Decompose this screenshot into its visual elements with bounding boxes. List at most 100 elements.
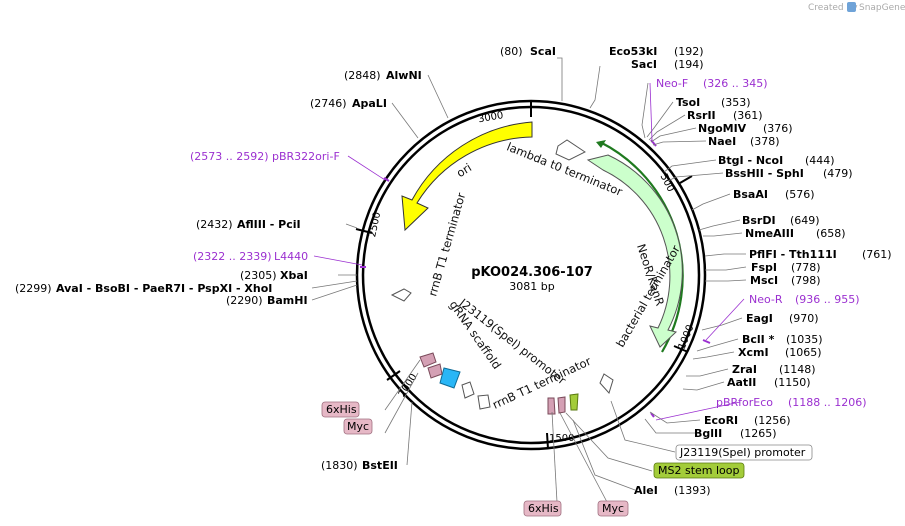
site-pos-bglii: (1265) [740,427,777,440]
site-pos-naei: (378) [750,135,780,148]
6xhis-left-label: 6xHis [326,403,357,416]
site-name-afliii-pcii[interactable]: AflIII - PciI [237,218,301,231]
tick-label-2500: 2500 [367,211,383,238]
site-name-fspi[interactable]: FspI [751,261,777,274]
site-name-bcli[interactable]: BclI * [742,333,775,346]
primer-range-neo-f: (326 .. 345) [703,77,768,90]
myc-bottom-box[interactable] [597,500,629,517]
site-pos-avai-group: (2299) [15,282,52,295]
bacterial-terminator-arrow [599,373,614,394]
site-pos-zrai: (1148) [779,363,816,376]
lambda-terminator-feature[interactable] [555,139,586,161]
site-name-xbai[interactable]: XbaI [280,269,308,282]
credit-prefix: Created by [808,3,858,13]
credit-brand: SnapGene [859,3,905,13]
site-name-btgi-ncoi[interactable]: BtgI - NcoI [718,154,783,167]
site-name-naei[interactable]: NaeI [708,135,736,148]
site-pos-bamhi: (2290) [226,294,263,307]
site-name-bsaai[interactable]: BsaAI [733,188,768,201]
primer-range-neo-r: (936 .. 955) [795,293,860,306]
site-pos-xcmi: (1065) [785,346,822,359]
site-pos-xbai: (2305) [240,269,277,282]
site-name-scai[interactable]: ScaI [530,45,556,58]
site-name-eco53ki[interactable]: Eco53kI [609,45,657,58]
tag-feature-arrow-3[interactable] [547,397,556,415]
site-pos-apali: (2746) [310,97,347,110]
site-name-tsoi[interactable]: TsoI [676,96,700,109]
site-pos-msci: (798) [791,274,821,287]
neor-kanr-feature[interactable] [586,154,683,348]
tag-feature-arrow-2[interactable] [427,363,443,379]
primer-name-l4440[interactable]: L4440 [274,250,308,263]
myc-left-label: Myc [347,420,369,433]
j23119-box[interactable] [675,444,813,461]
myc-bottom-label: Myc [602,502,624,515]
site-pos-nmeaiii: (658) [816,227,846,240]
snapgene-logo-icon [847,2,856,12]
site-pos-saci: (194) [674,58,704,71]
primer-name-pbrforeco[interactable]: pBRforEco [716,396,773,409]
site-name-eagi[interactable]: EagI [746,312,773,325]
ori-label: ori [454,160,474,180]
neor-track-arrow [596,140,606,148]
site-pos-eco53ki: (192) [674,45,704,58]
tag-feature-arrow-4[interactable] [557,396,566,414]
site-pos-ecori: (1256) [754,414,791,427]
site-name-apali[interactable]: ApaLI [352,97,387,110]
site-name-bglii[interactable]: BglII [694,427,722,440]
site-pos-aatii: (1150) [774,376,811,389]
6xhis-bottom-label: 6xHis [528,502,559,515]
primer-name-neo-r[interactable]: Neo-R [749,293,783,306]
site-pos-scai: (80) [500,45,523,58]
rrnb-left-label: rrnB T1 terminator [425,191,468,298]
site-name-msci[interactable]: MscI [750,274,778,287]
site-name-saci[interactable]: SacI [631,58,657,71]
site-pos-rsrii: (361) [733,109,763,122]
site-leaders [311,57,747,503]
site-pos-bcli: (1035) [786,333,823,346]
site-name-zrai[interactable]: ZraI [732,363,757,376]
site-pos-pflfi-tth111i: (761) [862,248,892,261]
terminator-arrow-2 [477,394,491,410]
ms2-stem-loop-label: MS2 stem loop [658,464,740,477]
site-name-bamhi[interactable]: BamHI [267,294,308,307]
site-pos-bsaai: (576) [785,188,815,201]
primer-marks [360,139,711,418]
site-name-alei[interactable]: AleI [634,484,658,497]
site-name-alwni[interactable]: AlwNI [386,69,422,82]
site-pos-ngomiv: (376) [763,122,793,135]
ms2-feature-arrow[interactable] [569,393,579,411]
site-pos-afliii-pcii: (2432) [196,218,233,231]
ori-feature[interactable] [401,121,533,232]
site-pos-bsrdi: (649) [790,214,820,227]
site-name-ngomiv[interactable]: NgoMIV [698,122,747,135]
site-name-ecori[interactable]: EcoRI [704,414,738,427]
site-name-xcmi[interactable]: XcmI [738,346,769,359]
6xhis-bottom-box[interactable] [523,500,562,517]
site-pos-alwni: (2848) [344,69,381,82]
site-name-aatii[interactable]: AatII [727,376,756,389]
6xhis-left-box[interactable] [321,401,360,418]
primer-range-pbrforeco: (1188 .. 1206) [788,396,867,409]
site-pos-eagi: (970) [789,312,819,325]
terminator-arrow-1 [461,381,475,399]
site-name-bsteii[interactable]: BstEII [362,459,398,472]
plasmid-length: 3081 bp [509,280,554,293]
site-name-nmeaiii[interactable]: NmeAIII [745,227,794,240]
primer-leaders [313,82,745,421]
myc-left-box[interactable] [343,418,373,435]
site-name-bsrdi[interactable]: BsrDI [742,214,776,227]
site-pos-alei: (1393) [674,484,711,497]
site-pos-bsshii-sphi: (479) [823,167,853,180]
site-name-pflfi-tth111i[interactable]: PflFI - Tth111I [749,248,837,261]
blue-feature-arrow[interactable] [439,367,461,389]
primer-name-neo-f[interactable]: Neo-F [656,77,688,90]
primer-name-pbr322ori[interactable]: pBR322ori-F [272,150,340,163]
site-name-rsrii[interactable]: RsrII [687,109,716,122]
site-name-bsshii-sphi[interactable]: BssHII - SphI [725,167,804,180]
tag-feature-arrow-1[interactable] [419,352,437,368]
site-name-avai-group[interactable]: AvaI - BsoBI - PaeR7I - PspXI - XhoI [56,282,272,295]
ms2-stem-loop-box[interactable] [653,462,745,479]
site-pos-tsoi: (353) [721,96,751,109]
